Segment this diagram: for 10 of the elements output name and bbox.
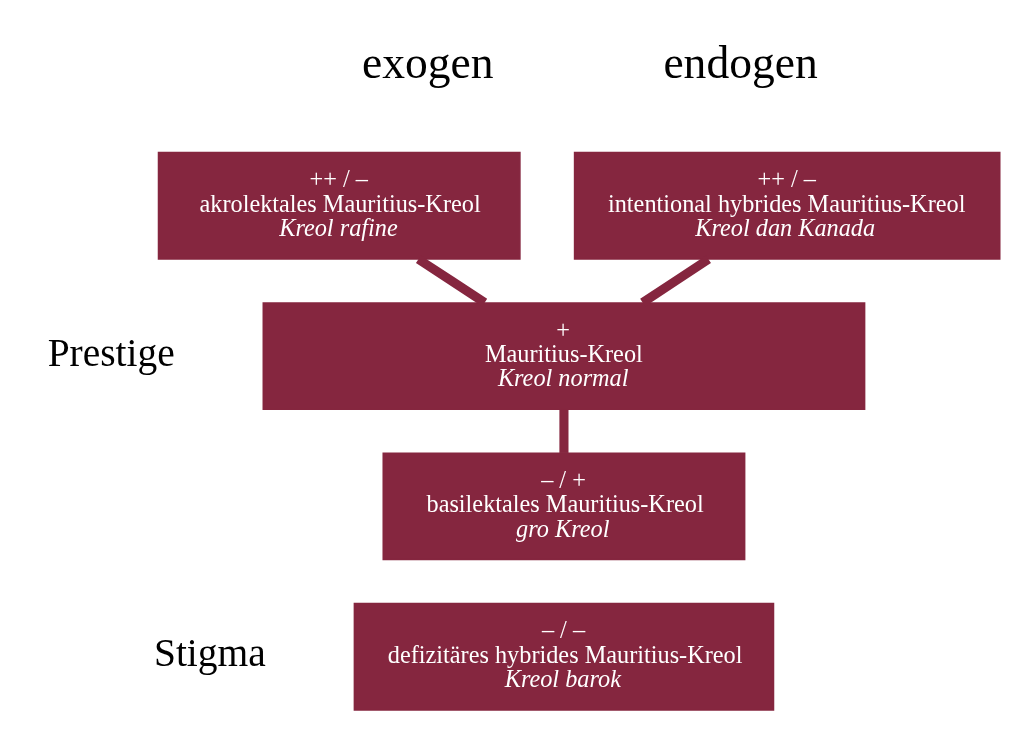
node-box: – / + basilektales Mauritius-Kreol gro Kreol <box>382 452 746 561</box>
node-box: – / – defizitäres hybrides Mauritius-Kreol Kreol barok <box>353 602 775 711</box>
label: Prestige <box>47 330 175 375</box>
label: endogen <box>663 37 818 89</box>
node-box: ++ / – intentional hybrides Mauritius-Kreol Kreol dan Kanada <box>573 151 1001 260</box>
node-box: ++ / – akrolektales Mauritius-Kreol Kreol rafine <box>157 151 521 260</box>
label: Stigma <box>153 631 266 676</box>
label: exogen <box>361 37 494 89</box>
node-box: + Mauritius-Kreol Kreol normal <box>262 302 866 410</box>
connector <box>559 409 569 453</box>
